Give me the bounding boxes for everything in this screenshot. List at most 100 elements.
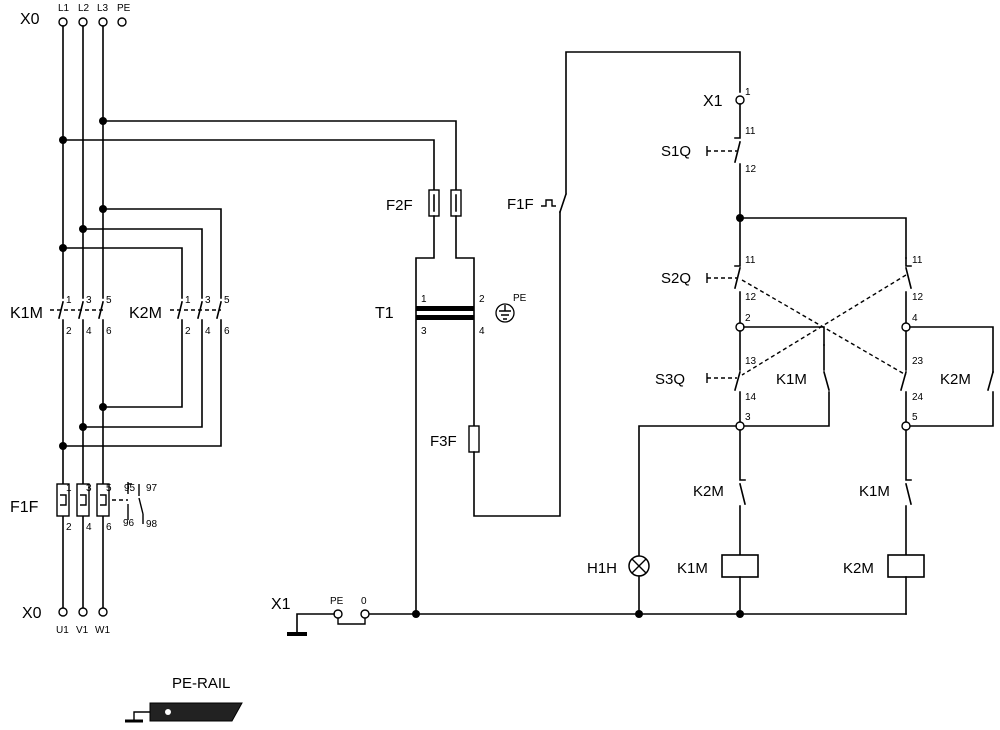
f1f-control-contact: F1F [507,51,741,214]
u1-label: U1 [56,625,69,636]
pin: 12 [912,292,924,303]
pe-rail: PE-RAIL [125,675,243,723]
transformer-feed [59,117,457,191]
pin: 2 [479,294,485,305]
s2q-label: S2Q [661,270,691,287]
pin: 96 [123,518,135,529]
k1m-power-label: K1M [10,305,43,322]
pin: 5 [106,295,112,306]
k2m-coil: K2M [843,554,925,615]
pin: 4 [205,326,211,337]
t1-label: T1 [375,305,394,322]
h1h-label: H1H [587,560,617,577]
node-4-label: 4 [912,313,918,324]
pin: 6 [224,326,230,337]
pin: 2 [66,522,72,533]
control-x1-terminal: X1 1 [703,87,751,110]
t1-transformer: T1 1 2 3 4 PE [375,293,527,337]
pin: 11 [912,255,923,266]
node-3-label: 3 [745,412,751,423]
pin: 1 [185,295,191,306]
phase-lines [50,25,104,609]
pin: 11 [745,126,756,137]
f2f-fuses: F2F [386,189,475,613]
s3q-label: S3Q [655,371,685,388]
l3-label: L3 [97,3,109,14]
k2m-coil-label: K2M [843,560,874,577]
x1-bottom-terminals: X1 PE 0 [271,596,370,636]
ground-icon [495,303,515,323]
pin: 1 [421,294,427,305]
neutral-rail [368,610,907,618]
v1-label: V1 [76,625,89,636]
l2-terminal [78,17,88,27]
motor-terminals: X0 U1 V1 W1 [22,605,110,636]
pin: 6 [106,326,112,337]
l1-label: L1 [58,3,70,14]
f1f-control-label: F1F [507,196,534,213]
pin: 11 [745,255,756,266]
pin: 3 [86,483,92,494]
k2m-interlock-contact: K2M [693,429,746,556]
pin: 5 [224,295,230,306]
k2m-power-label: K2M [129,305,162,322]
pin: 6 [106,522,112,533]
pin: 98 [146,519,158,530]
l3-terminal [98,17,108,27]
k1m-interlock-contact: K1M [859,429,912,556]
pin: 3 [421,326,427,337]
f3f-label: F3F [430,433,457,450]
s1q-label: S1Q [661,143,691,160]
x0-bottom-label: X0 [22,605,42,622]
pin: 3 [205,295,211,306]
node-5-label: 5 [912,412,918,423]
pin: 12 [745,164,757,175]
f3f-fuse: F3F [430,211,561,517]
pin: 97 [146,483,158,494]
pe-rail-label: PE-RAIL [172,675,230,692]
s3q-button: S3Q 13 14 [655,330,757,423]
k1m-power-contact: K1M 1 3 5 2 4 6 [10,295,112,337]
x1-top-label: X1 [703,93,723,110]
pin: 14 [745,392,757,403]
x1-bottom-label: X1 [271,596,291,613]
s1q-stop-button: S1Q 11 12 [661,103,757,219]
f1f-overload-relay: F1F 95 97 96 98 1 3 5 2 4 6 [10,482,158,533]
f1f-power-label: F1F [10,499,39,516]
l1-terminal [58,17,68,27]
k1m-coil-label: K1M [677,560,708,577]
k1m-interlock-label: K1M [859,483,890,500]
s2q-button: S2Q 11 12 [661,217,757,324]
l2-label: L2 [78,3,90,14]
pin: 2 [66,326,72,337]
k1m-coil: K1M [677,554,759,615]
node-2-label: 2 [745,313,751,324]
pin: 4 [86,522,92,533]
zero-label: 0 [361,596,367,607]
pin: 12 [745,292,757,303]
k2m-interlock-label: K2M [693,483,724,500]
pin: 2 [185,326,191,337]
w1-label: W1 [95,625,110,636]
s2q-right-contact: 11 12 [905,255,924,324]
pe-label: PE [330,596,344,607]
pin: 5 [106,483,112,494]
h1h-lamp: H1H [587,555,650,615]
supply-terminals: X0 L1 L2 L3 PE [20,3,131,28]
pin: 95 [124,483,136,494]
k1m-hold-contact: K1M [743,344,830,427]
pin: 23 [912,356,924,367]
pin: 4 [479,326,485,337]
pin: 13 [745,356,757,367]
pin: 24 [912,392,924,403]
pin: 4 [86,326,92,337]
pe-label: PE [513,293,527,304]
k2m-power-contact: K2M 1 3 5 2 4 6 [129,295,230,337]
pin: 3 [86,295,92,306]
pin: 1 [66,483,72,494]
pin: 1 [745,87,751,98]
f2f-label: F2F [386,197,413,214]
k1m-hold-label: K1M [776,371,807,388]
pin: 1 [66,295,72,306]
